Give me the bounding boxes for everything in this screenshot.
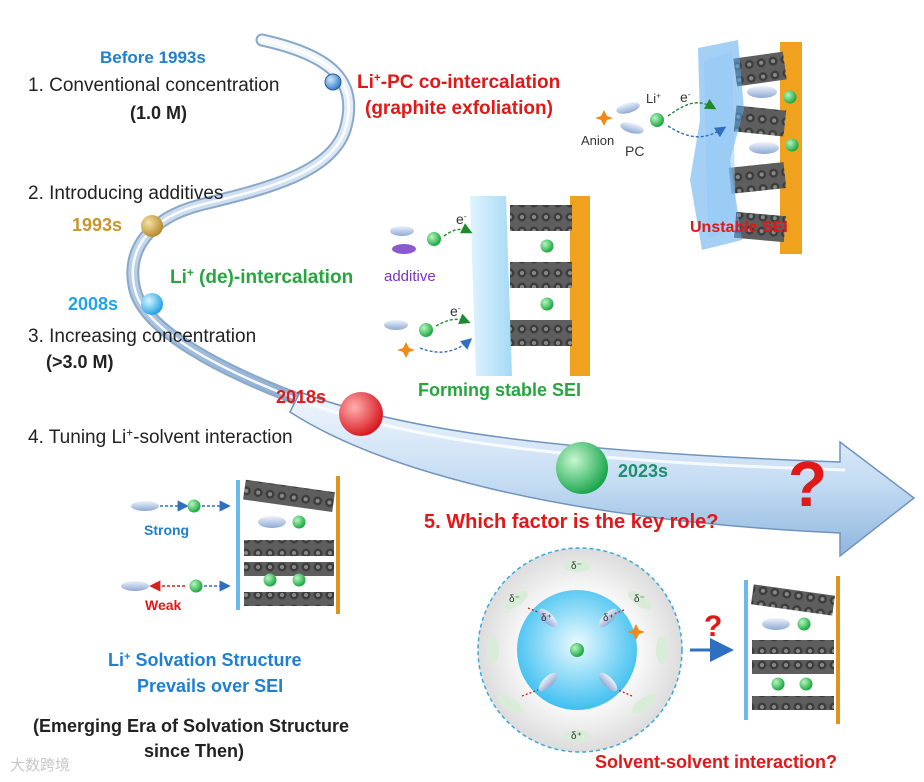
panel-electrode-final bbox=[744, 576, 840, 724]
milestone-1993-dot bbox=[141, 215, 163, 237]
milestone-2023-dot bbox=[556, 442, 608, 494]
panel-pc-subtitle: (graphite exfoliation) bbox=[365, 98, 553, 119]
step3-value: (>3.0 M) bbox=[46, 352, 114, 372]
era-line1: (Emerging Era of Solvation Structure bbox=[33, 716, 350, 736]
step4-text: 4. Tuning Li+-solvent interaction bbox=[28, 426, 293, 448]
solvent-solvent-caption: Solvent-solvent interaction? bbox=[595, 752, 838, 772]
panel-unstable-sei bbox=[595, 40, 802, 254]
conclusion-line1: Li+ Solvation Structure bbox=[108, 650, 302, 670]
label-anion: Anion bbox=[581, 133, 615, 148]
delta-label: δ⁺ bbox=[541, 613, 552, 624]
delta-label: δ⁻ bbox=[571, 561, 582, 572]
unstable-sei-label: Unstable SEI bbox=[690, 219, 788, 236]
era-line2: since Then) bbox=[144, 741, 245, 761]
label-1993: 1993s bbox=[72, 215, 123, 235]
label-e-top: e- bbox=[680, 89, 691, 105]
delta-label: δ⁺ bbox=[603, 613, 614, 624]
step2-text: 2. Introducing additives bbox=[28, 183, 224, 204]
step1-value: (1.0 M) bbox=[130, 103, 188, 123]
stable-sei-label: Forming stable SEI bbox=[418, 380, 582, 400]
big-question-mark: ? bbox=[788, 448, 828, 520]
step1-text: 1. Conventional concentration bbox=[28, 75, 280, 96]
watermark: 大数跨境 bbox=[10, 757, 71, 774]
label-2008: 2008s bbox=[68, 294, 119, 314]
panel-additive-title: Li+ (de)-intercalation bbox=[170, 266, 354, 288]
label-e-mid-1: e- bbox=[456, 211, 467, 227]
label-weak: Weak bbox=[145, 597, 182, 613]
label-strong: Strong bbox=[144, 522, 190, 538]
panel-pc-title: Li+-PC co-intercalation bbox=[357, 71, 561, 93]
label-pc: PC bbox=[625, 143, 645, 159]
label-e-mid-2: e- bbox=[450, 303, 461, 319]
milestone-2008-dot bbox=[141, 293, 163, 315]
label-li: Li+ bbox=[646, 91, 661, 106]
panel-strong-weak bbox=[121, 476, 340, 614]
milestone-2018-dot bbox=[339, 392, 383, 436]
delta-label: δ⁻ bbox=[634, 594, 645, 605]
panel-solvation-sphere bbox=[477, 547, 734, 753]
step3-text: 3. Increasing concentration bbox=[28, 326, 257, 347]
panel-stable-sei bbox=[384, 196, 590, 376]
label-2023: 2023s bbox=[618, 461, 669, 481]
step5-text: 5. Which factor is the key role? bbox=[424, 511, 719, 533]
delta-label: δ⁻ bbox=[509, 594, 520, 605]
label-2018: 2018s bbox=[276, 387, 327, 407]
label-additive: additive bbox=[384, 268, 436, 285]
delta-label: δ⁺ bbox=[571, 731, 582, 742]
conclusion-line2: Prevails over SEI bbox=[137, 676, 284, 696]
label-before-1993: Before 1993s bbox=[100, 48, 206, 67]
milestone-before1993-dot bbox=[324, 73, 342, 91]
small-question-mark: ? bbox=[704, 610, 723, 643]
